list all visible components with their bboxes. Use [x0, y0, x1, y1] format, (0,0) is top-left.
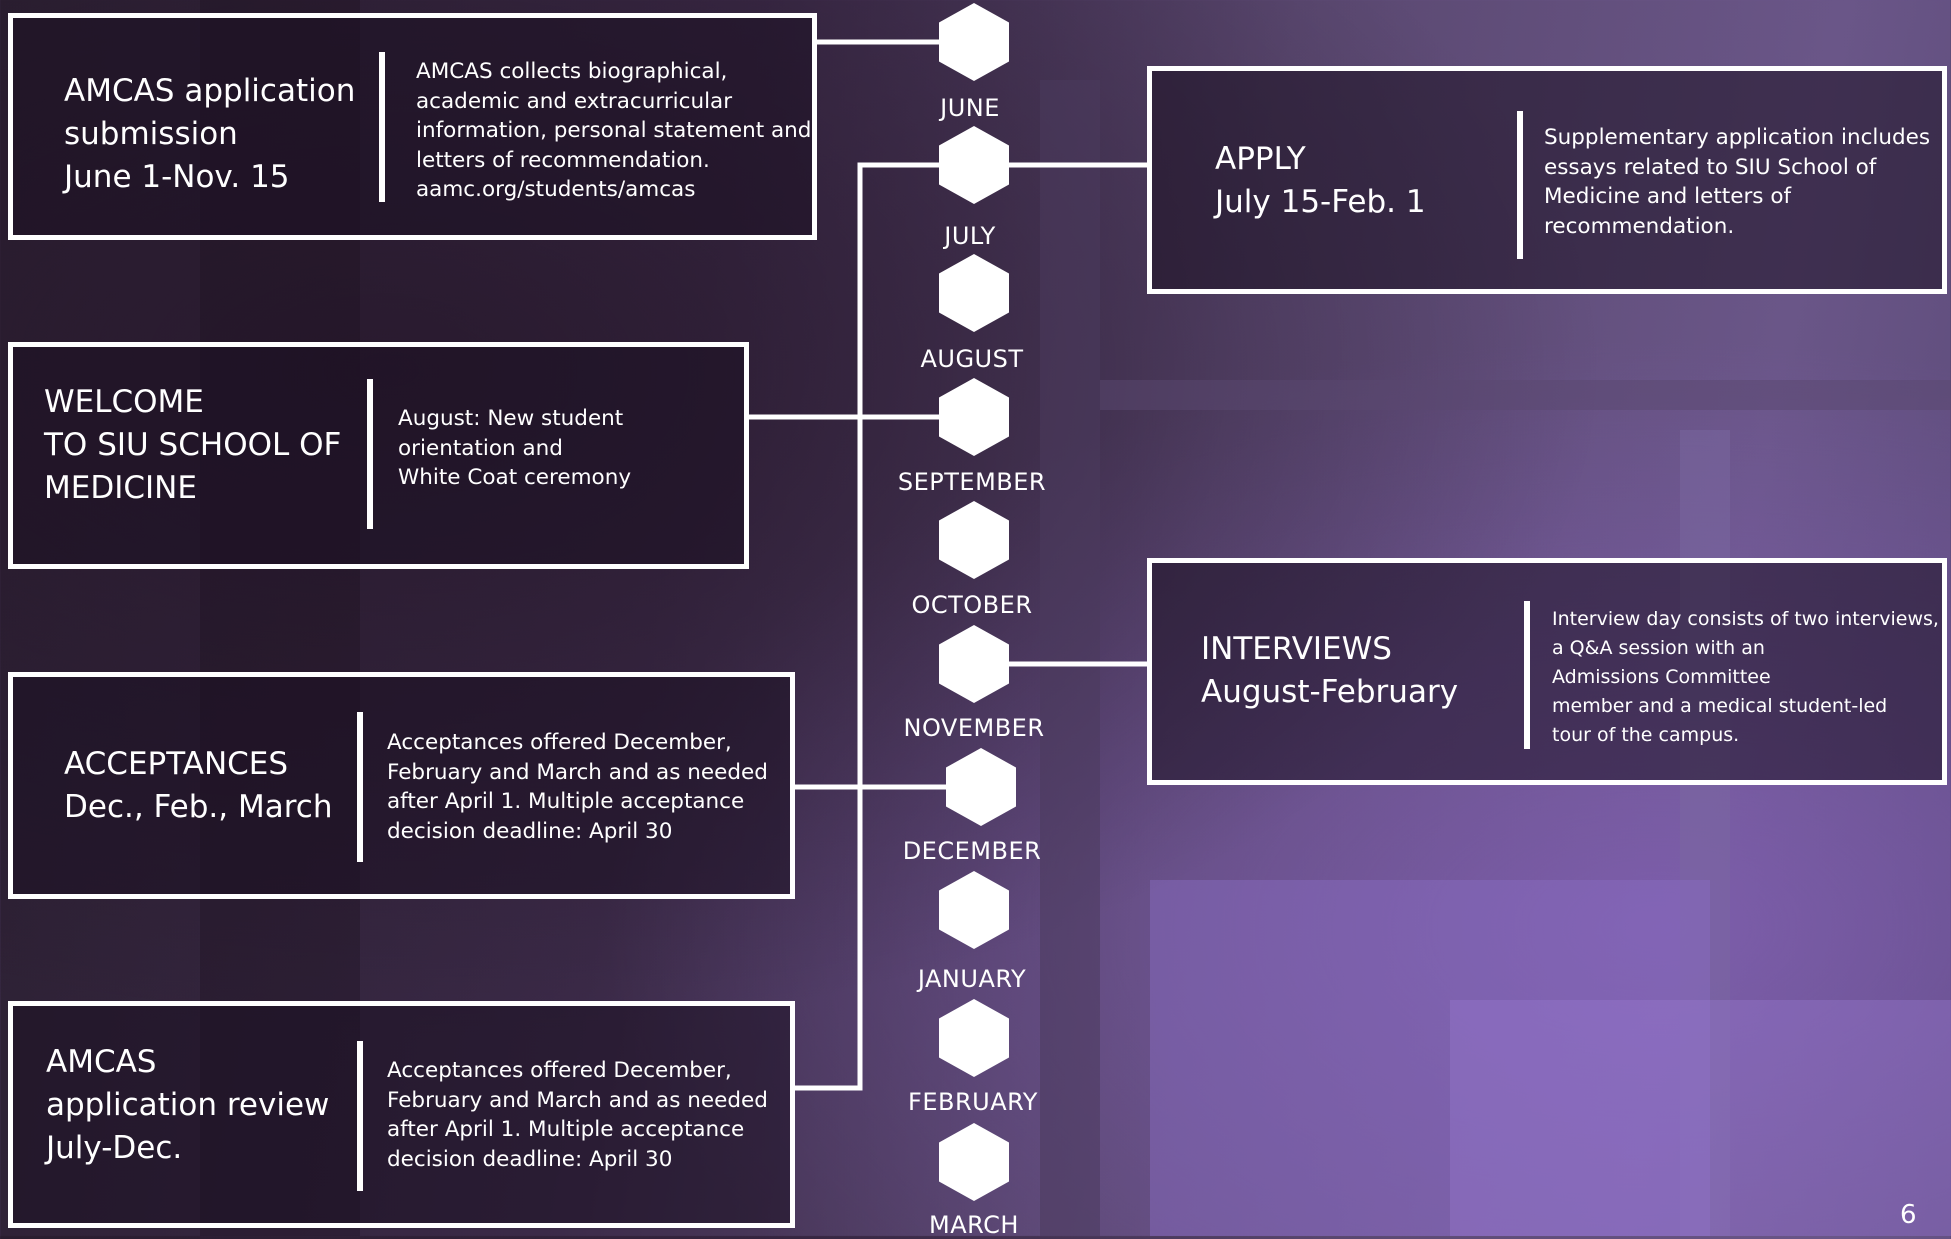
- connector-amcas-review: [795, 162, 946, 1091]
- hexagon-june: [939, 3, 1009, 81]
- month-label-march: MARCH: [929, 1211, 1019, 1239]
- hexagon-september: [939, 378, 1009, 456]
- box-description: Acceptances offered December, February a…: [387, 730, 768, 844]
- hexagon-december: [946, 748, 1016, 826]
- box-divider: [1524, 601, 1530, 749]
- box-divider: [1517, 111, 1523, 259]
- month-label-october: OCTOBER: [911, 591, 1033, 619]
- box-description: Interview day consists of two interviews…: [1552, 608, 1939, 746]
- box-title: AMCAS application submission June 1-Nov.…: [64, 73, 356, 195]
- box-amcas-submission: AMCAS application submission June 1-Nov.…: [8, 13, 817, 240]
- box-acceptances: ACCEPTANCES Dec., Feb., March Acceptance…: [8, 672, 795, 899]
- box-description: Supplementary application includes essay…: [1544, 125, 1931, 239]
- box-title: WELCOME TO SIU SCHOOL OF MEDICINE: [44, 384, 342, 506]
- box-divider: [367, 379, 373, 529]
- month-label-september: SEPTEMBER: [897, 468, 1047, 496]
- box-amcas-review: AMCAS application review July-Dec. Accep…: [8, 1001, 795, 1228]
- box-title: ACCEPTANCES Dec., Feb., March: [64, 746, 333, 825]
- box-description: AMCAS collects biographical, academic an…: [416, 59, 812, 202]
- hexagon-february: [939, 999, 1009, 1077]
- box-divider: [357, 712, 363, 862]
- box-apply: APPLY July 15-Feb. 1 Supplementary appli…: [1147, 66, 1947, 294]
- hexagon-january: [939, 871, 1009, 949]
- hexagon-march: [939, 1123, 1009, 1201]
- month-label-february: FEBRUARY: [908, 1088, 1038, 1116]
- hexagon-july: [939, 126, 1009, 204]
- month-label-august: AUGUST: [920, 345, 1024, 373]
- hexagon-august: [939, 254, 1009, 332]
- page-number: 6: [1900, 1200, 1917, 1230]
- box-title: INTERVIEWS August-February: [1201, 631, 1459, 710]
- hexagon-november: [939, 625, 1009, 703]
- month-label-january: JANUARY: [917, 965, 1027, 993]
- box-title: APPLY July 15-Feb. 1: [1215, 141, 1426, 220]
- hexagon-october: [939, 501, 1009, 579]
- box-interviews: INTERVIEWS August-February Interview day…: [1147, 558, 1947, 785]
- month-label-june: JUNE: [940, 94, 1000, 122]
- box-divider: [357, 1041, 363, 1191]
- box-divider: [379, 52, 385, 202]
- box-description: August: New student orientation and Whit…: [398, 406, 632, 490]
- box-description: Acceptances offered December, February a…: [387, 1058, 768, 1172]
- box-welcome: WELCOME TO SIU SCHOOL OF MEDICINE August…: [8, 342, 749, 569]
- month-label-november: NOVEMBER: [903, 714, 1045, 742]
- month-label-july: JULY: [944, 222, 996, 250]
- month-label-december: DECEMBER: [902, 837, 1042, 865]
- box-title: AMCAS application review July-Dec.: [46, 1044, 330, 1166]
